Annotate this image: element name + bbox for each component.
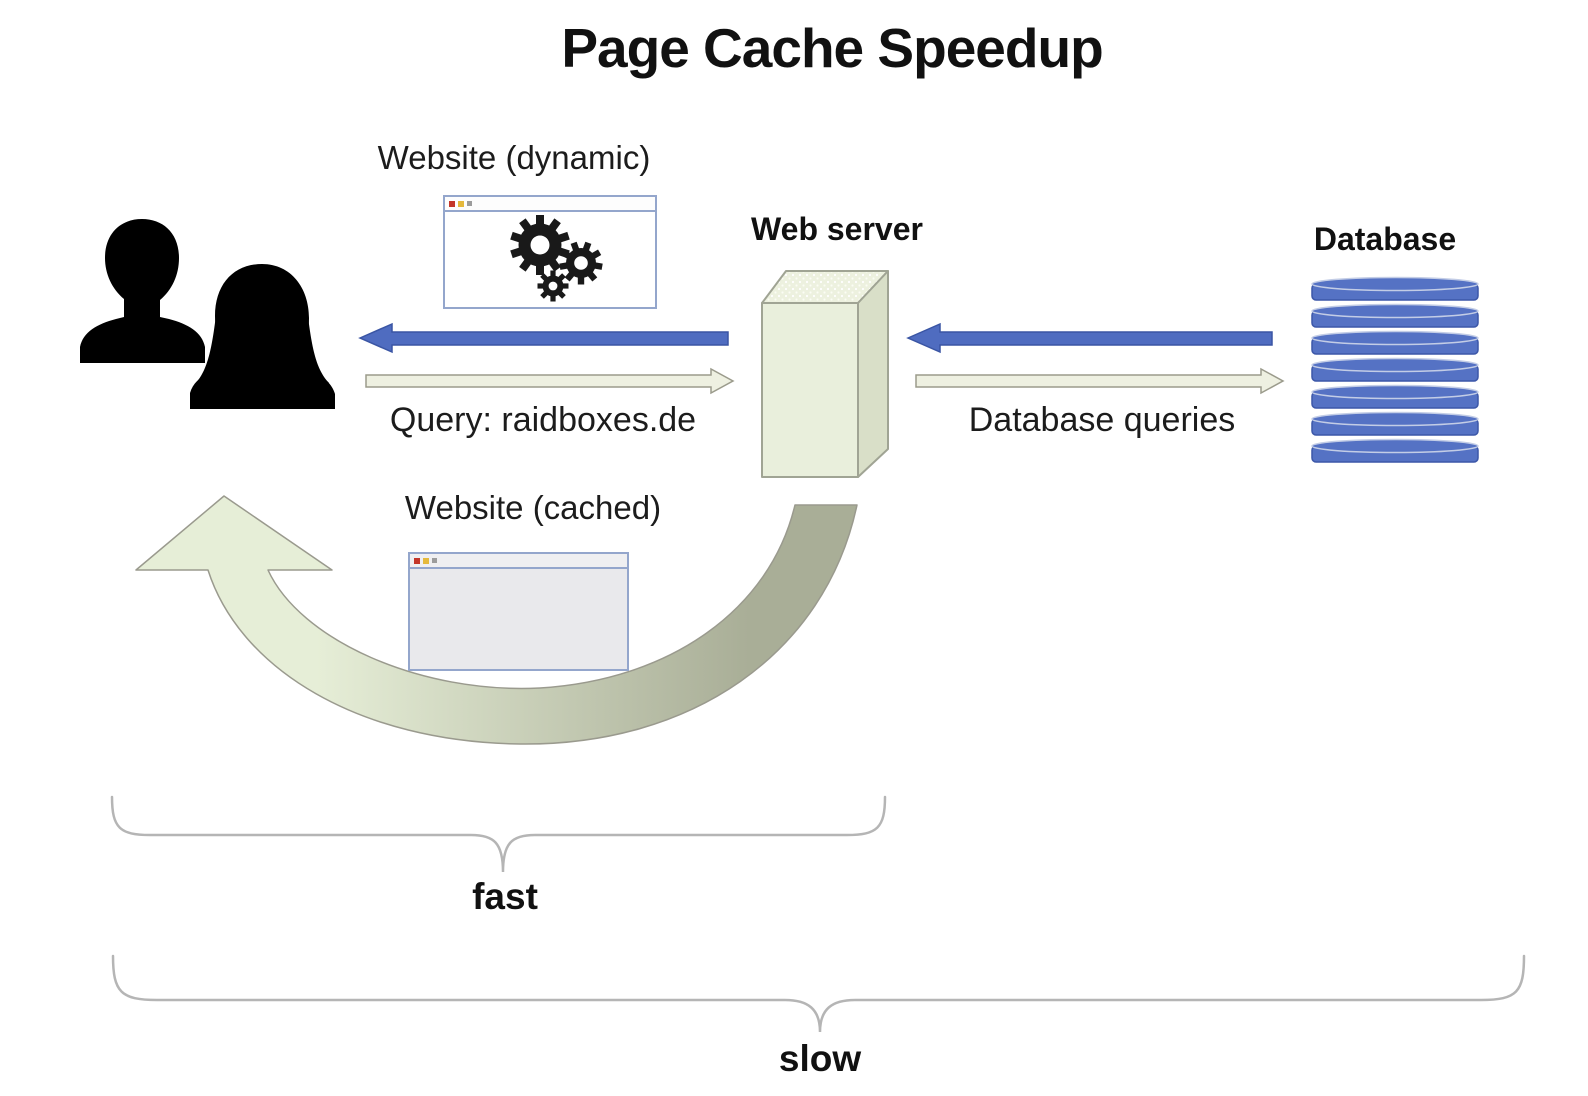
website-dynamic-window (443, 195, 657, 309)
server-front-face (761, 302, 859, 478)
window-titlebar (445, 197, 655, 212)
minimize-dot-icon (423, 557, 429, 564)
window-content (445, 212, 655, 307)
website-cached-window (408, 552, 629, 671)
db-disk (1311, 411, 1479, 436)
slow-label: slow (778, 1038, 862, 1079)
response-arrow-db-to-server (906, 322, 1273, 354)
close-dot-icon (449, 200, 455, 207)
db-disk (1311, 438, 1479, 463)
db-disk (1311, 276, 1479, 301)
gear-medium-icon (559, 241, 603, 285)
hair-shape (196, 306, 242, 383)
gear-small-icon (537, 270, 569, 302)
server-side-face (857, 270, 889, 478)
database-queries-label: Database queries (968, 401, 1236, 439)
server-3d-box-icon (761, 270, 889, 478)
fast-brace (110, 795, 887, 873)
users-icon (80, 219, 335, 409)
query-label: Query: raidboxes.de (389, 401, 697, 439)
db-disk (1311, 330, 1479, 355)
gears-icon (510, 215, 603, 302)
person-silhouette-long-hair (190, 264, 335, 409)
window-titlebar (410, 554, 627, 569)
response-arrow-server-to-users (358, 322, 729, 354)
hair-shape (283, 308, 329, 383)
web-server-label: Web server (751, 211, 923, 247)
slow-brace (111, 954, 1526, 1033)
website-dynamic-label: Website (dynamic) (377, 139, 651, 176)
minimize-dot-icon (458, 200, 464, 207)
page-title: Page Cache Speedup (561, 17, 1103, 79)
website-cached-label: Website (cached) (404, 489, 662, 526)
window-content (410, 569, 627, 669)
curved-u-arrow-icon (135, 495, 858, 745)
db-disk (1311, 357, 1479, 382)
close-dot-icon (414, 557, 420, 564)
request-arrow-users-to-server (365, 367, 735, 395)
fast-label: fast (472, 876, 538, 917)
db-disk (1311, 303, 1479, 328)
person-silhouette (80, 219, 205, 363)
maximize-dot-icon (467, 201, 472, 206)
database-label: Database (1313, 221, 1457, 257)
maximize-dot-icon (432, 558, 437, 563)
db-disk (1311, 384, 1479, 409)
query-arrow-server-to-db (915, 367, 1285, 395)
database-disk-stack-icon (1311, 276, 1479, 463)
